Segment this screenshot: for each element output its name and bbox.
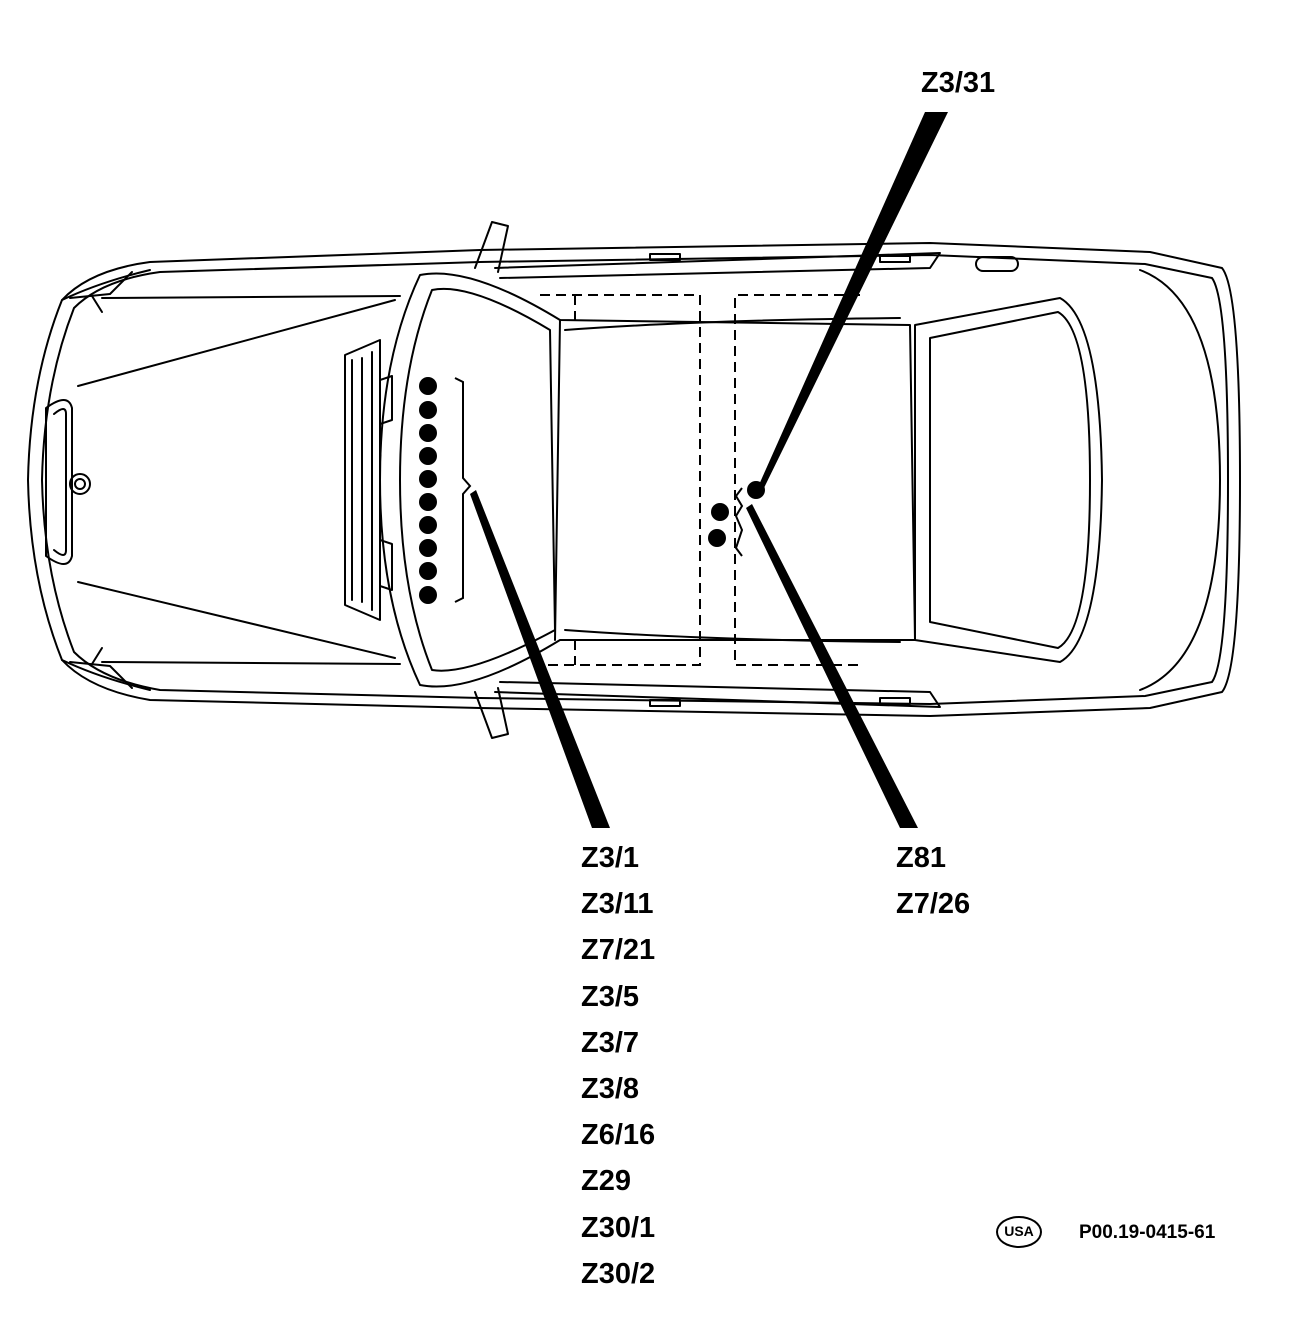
callout-label: Z30/1 — [581, 1211, 656, 1244]
leader-right — [746, 504, 918, 828]
callout-label: Z3/1 — [581, 842, 640, 874]
emblem-icon — [69, 473, 91, 495]
leader-left — [470, 490, 610, 828]
callout-label: Z6/16 — [581, 1119, 656, 1152]
callout-label: Z3/7 — [581, 1026, 640, 1059]
connector-dots-left — [419, 377, 437, 604]
callout-label: Z3/8 — [581, 1073, 640, 1106]
leader-top — [758, 112, 948, 492]
reference-code: P00.19-0415-61 — [1079, 1222, 1216, 1243]
left-mirror — [474, 221, 509, 273]
right-mirror — [474, 687, 509, 739]
callout-label: Z7/26 — [896, 888, 971, 921]
callout-label: Z30/2 — [581, 1257, 656, 1290]
callout-label: Z81 — [896, 842, 946, 874]
callout-label-top: Z3/31 — [921, 67, 996, 99]
callout-list-left: Z3/1 Z3/11 Z7/21 Z3/5 Z3/7 Z3/8 Z6/16 Z2… — [581, 835, 655, 1297]
callout-label: Z7/21 — [581, 934, 656, 967]
callout-list-right: Z81 Z7/26 — [896, 835, 970, 927]
callout-label: Z3/11 — [581, 888, 654, 921]
callout-label: Z29 — [581, 1165, 631, 1198]
car-body-outline — [27, 242, 1241, 717]
usa-oval-icon: USA — [996, 1216, 1042, 1248]
callout-label: Z3/5 — [581, 980, 640, 1013]
windshield-frame — [379, 272, 916, 688]
connector-dots-center — [708, 481, 765, 547]
